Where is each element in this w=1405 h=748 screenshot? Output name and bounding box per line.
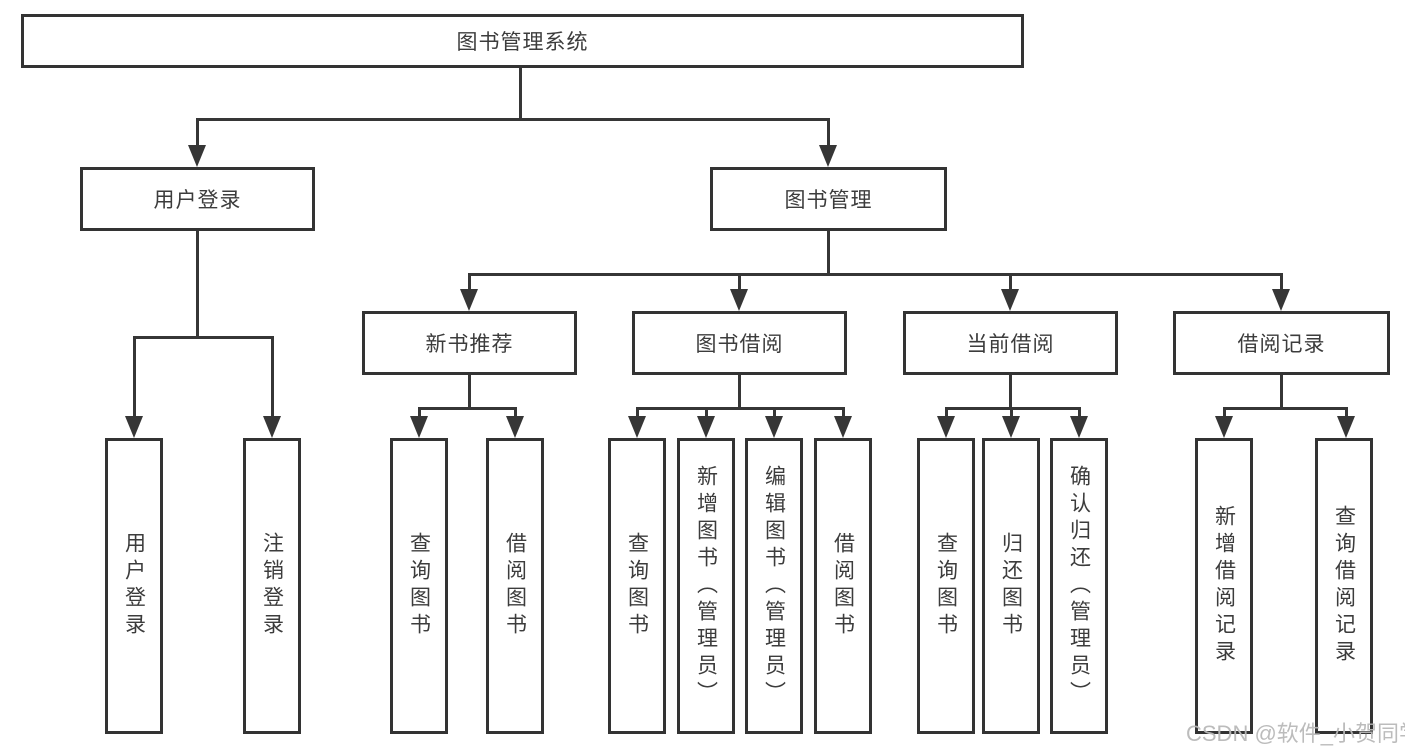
arrowhead-down-icon bbox=[506, 416, 524, 438]
node-current-borrowing: 当前借阅 bbox=[903, 311, 1118, 375]
connector-line bbox=[738, 375, 741, 407]
leaf-label: 新增图书（管理员） bbox=[694, 464, 718, 708]
arrowhead-down-icon bbox=[1002, 416, 1020, 438]
arrowhead-down-icon bbox=[188, 145, 206, 167]
leaf-query-books-2: 查询图书 bbox=[608, 438, 666, 734]
connector-line bbox=[133, 336, 136, 420]
arrowhead-down-icon bbox=[460, 289, 478, 311]
arrowhead-down-icon bbox=[1070, 416, 1088, 438]
connector-line bbox=[773, 407, 776, 420]
node-new-book-recommendation: 新书推荐 bbox=[362, 311, 577, 375]
node-book-management: 图书管理 bbox=[710, 167, 947, 231]
connector-line bbox=[196, 118, 830, 121]
leaf-edit-books-admin: 编辑图书（管理员） bbox=[745, 438, 803, 734]
node-label: 图书管理系统 bbox=[456, 31, 589, 54]
connector-line bbox=[196, 231, 199, 336]
node-library-management-system: 图书管理系统 bbox=[21, 14, 1024, 68]
leaf-label: 借阅图书 bbox=[503, 532, 527, 640]
arrowhead-down-icon bbox=[410, 416, 428, 438]
connector-line bbox=[133, 336, 274, 339]
leaf-label: 新增借阅记录 bbox=[1212, 505, 1236, 667]
leaf-query-books: 查询图书 bbox=[390, 438, 448, 734]
node-borrowing-records: 借阅记录 bbox=[1173, 311, 1390, 375]
arrowhead-down-icon bbox=[937, 416, 955, 438]
arrowhead-down-icon bbox=[1272, 289, 1290, 311]
connector-line bbox=[468, 375, 471, 407]
arrowhead-down-icon bbox=[819, 145, 837, 167]
arrowhead-down-icon bbox=[628, 416, 646, 438]
connector-line bbox=[418, 407, 517, 410]
leaf-borrow-books-2: 借阅图书 bbox=[814, 438, 872, 734]
node-label: 用户登录 bbox=[153, 189, 242, 212]
connector-line bbox=[827, 231, 830, 273]
connector-line bbox=[1223, 407, 1347, 410]
arrowhead-down-icon bbox=[1337, 416, 1355, 438]
connector-line bbox=[827, 118, 830, 150]
leaf-label: 查询图书 bbox=[625, 532, 649, 640]
connector-line bbox=[1223, 407, 1226, 420]
leaf-return-books: 归还图书 bbox=[982, 438, 1040, 734]
leaf-query-borrow-record: 查询借阅记录 bbox=[1315, 438, 1373, 734]
connector-line bbox=[1280, 273, 1283, 293]
arrowhead-down-icon bbox=[697, 416, 715, 438]
connector-line bbox=[1009, 375, 1012, 407]
connector-line bbox=[1345, 407, 1348, 420]
node-label: 当前借阅 bbox=[966, 333, 1055, 356]
leaf-label: 用户登录 bbox=[122, 532, 146, 640]
connector-line bbox=[945, 407, 1081, 410]
connector-line bbox=[738, 273, 741, 293]
arrowhead-down-icon bbox=[263, 416, 281, 438]
node-label: 图书管理 bbox=[784, 189, 873, 212]
connector-line bbox=[519, 68, 522, 118]
leaf-label: 注销登录 bbox=[260, 532, 284, 640]
node-book-borrowing: 图书借阅 bbox=[632, 311, 847, 375]
connector-line bbox=[418, 407, 421, 420]
arrowhead-down-icon bbox=[834, 416, 852, 438]
connector-line bbox=[1010, 407, 1013, 420]
arrowhead-down-icon bbox=[730, 289, 748, 311]
leaf-label: 编辑图书（管理员） bbox=[762, 464, 786, 708]
leaf-user-login: 用户登录 bbox=[105, 438, 163, 734]
leaf-label: 查询图书 bbox=[407, 532, 431, 640]
connector-line bbox=[514, 407, 517, 420]
csdn-watermark: CSDN @软件_小贺同学 bbox=[1186, 721, 1405, 746]
connector-line bbox=[196, 118, 199, 150]
arrowhead-down-icon bbox=[1215, 416, 1233, 438]
connector-line bbox=[705, 407, 708, 420]
leaf-add-books-admin: 新增图书（管理员） bbox=[677, 438, 735, 734]
node-label: 新书推荐 bbox=[425, 333, 514, 356]
leaf-label: 查询图书 bbox=[934, 532, 958, 640]
arrowhead-down-icon bbox=[1001, 289, 1019, 311]
arrowhead-down-icon bbox=[125, 416, 143, 438]
leaf-label: 借阅图书 bbox=[831, 532, 855, 640]
connector-line bbox=[469, 273, 1282, 276]
connector-line bbox=[468, 273, 471, 293]
leaf-confirm-return-admin: 确认归还（管理员） bbox=[1050, 438, 1108, 734]
connector-line bbox=[1280, 375, 1283, 407]
leaf-borrow-books: 借阅图书 bbox=[486, 438, 544, 734]
leaf-label: 确认归还（管理员） bbox=[1067, 464, 1091, 708]
leaf-logout: 注销登录 bbox=[243, 438, 301, 734]
node-label: 借阅记录 bbox=[1237, 333, 1326, 356]
arrowhead-down-icon bbox=[765, 416, 783, 438]
connector-line bbox=[271, 336, 274, 420]
connector-line bbox=[945, 407, 948, 420]
node-label: 图书借阅 bbox=[695, 333, 784, 356]
node-user-login: 用户登录 bbox=[80, 167, 315, 231]
connector-line bbox=[1009, 273, 1012, 293]
leaf-query-books-3: 查询图书 bbox=[917, 438, 975, 734]
connector-line bbox=[636, 407, 845, 410]
connector-line bbox=[636, 407, 639, 420]
connector-line bbox=[842, 407, 845, 420]
connector-line bbox=[1078, 407, 1081, 420]
leaf-label: 归还图书 bbox=[999, 532, 1023, 640]
leaf-add-borrow-record: 新增借阅记录 bbox=[1195, 438, 1253, 734]
leaf-label: 查询借阅记录 bbox=[1332, 505, 1356, 667]
